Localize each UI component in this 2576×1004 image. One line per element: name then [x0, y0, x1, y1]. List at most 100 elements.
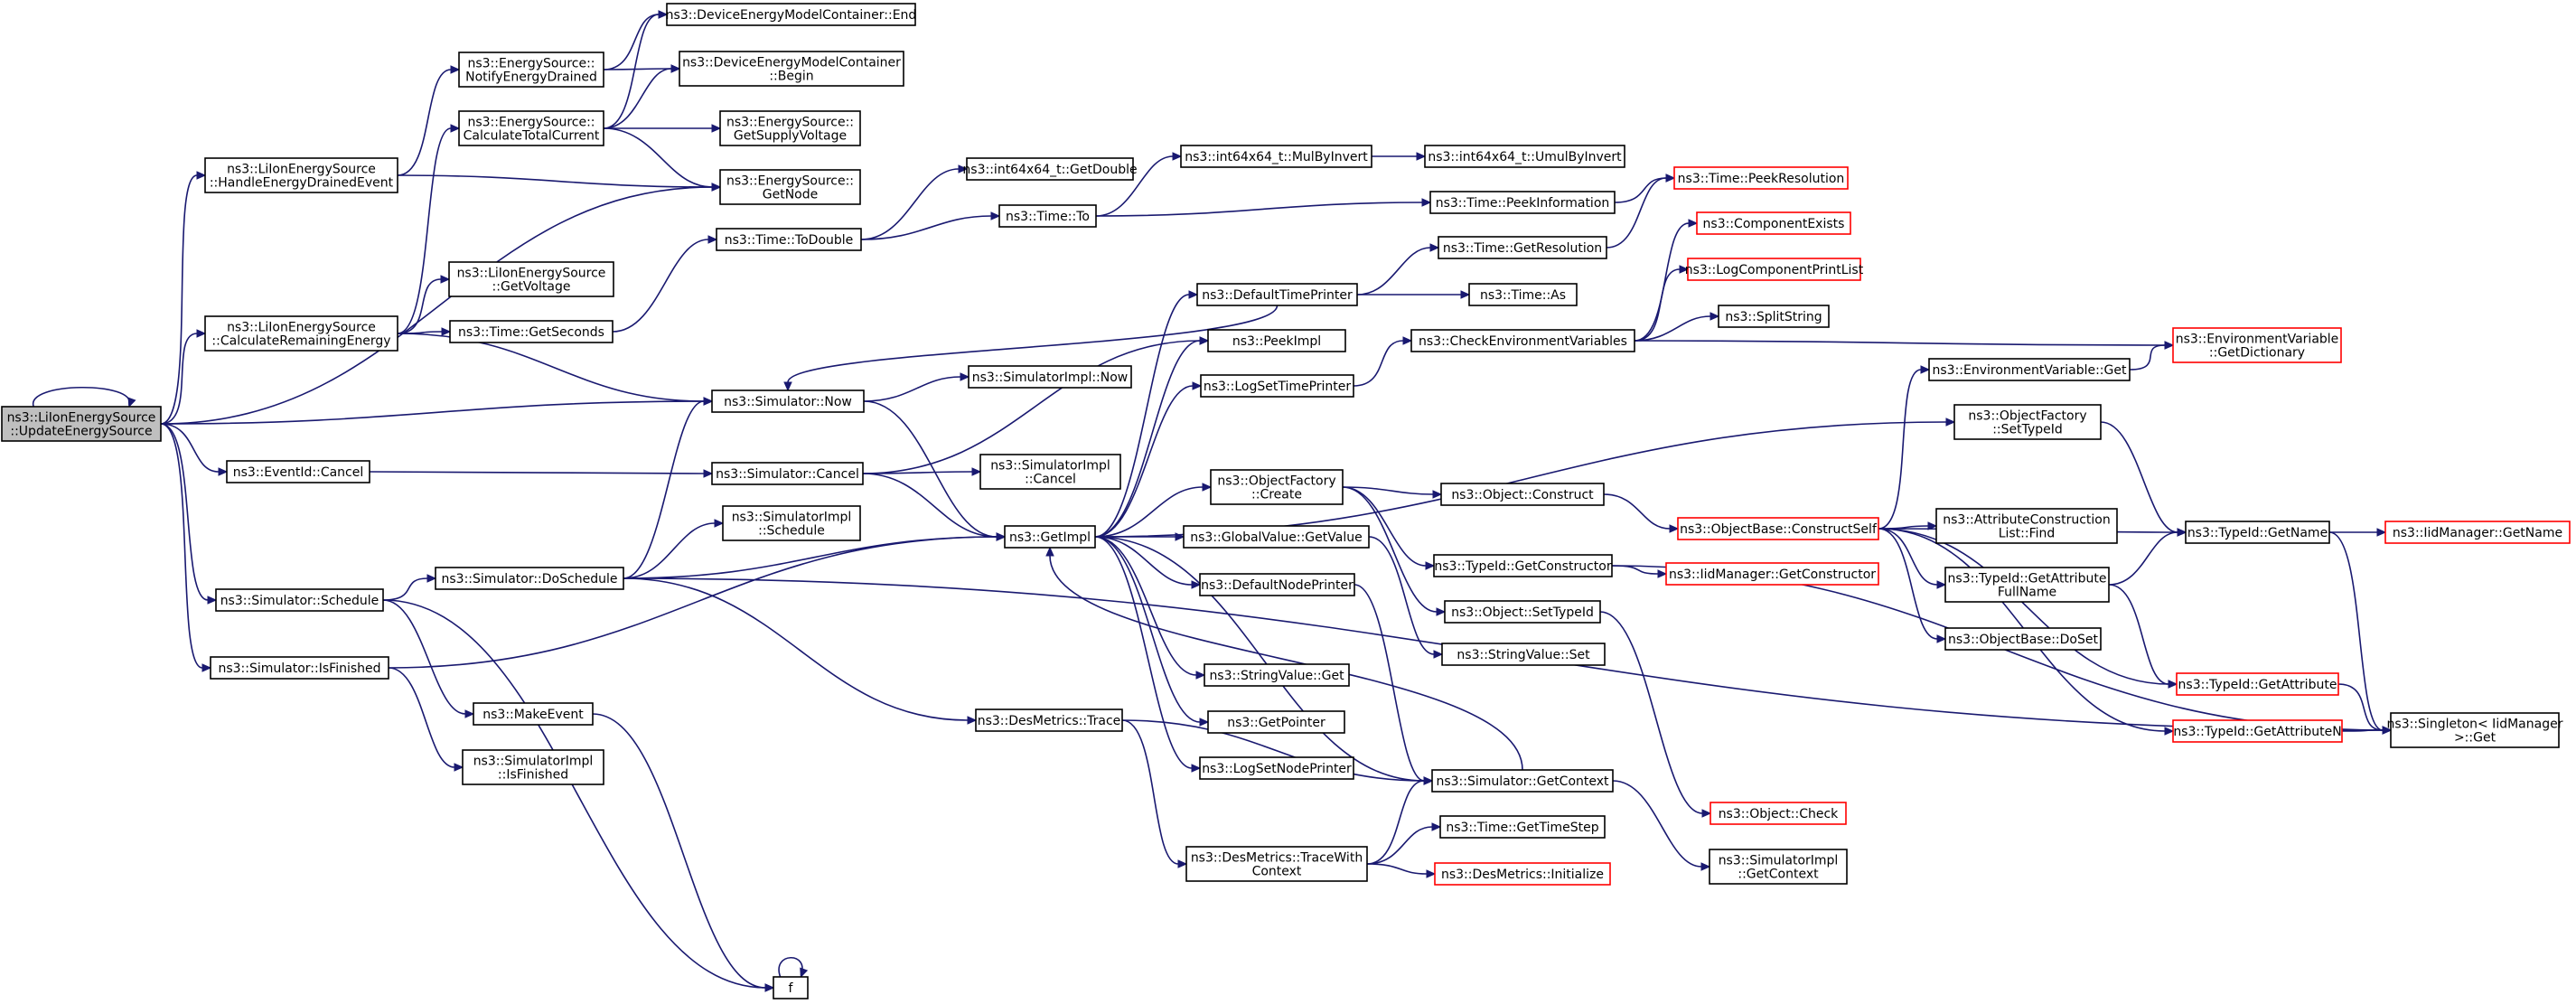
edge-arrowhead	[1199, 336, 1210, 345]
node-singletonGet[interactable]: ns3::Singleton< IidManager >::Get	[2387, 712, 2563, 748]
node-simImplSchedule[interactable]: ns3::SimulatorImpl::Schedule	[722, 505, 861, 541]
node-label-line: ns3::Time::ToDouble	[725, 233, 854, 248]
edge-line	[1634, 268, 1681, 342]
node-simImplNow[interactable]: ns3::SimulatorImpl::Now	[968, 365, 1132, 389]
node-simNow[interactable]: ns3::Simulator::Now	[711, 389, 865, 413]
node-objectBaseDoSet[interactable]: ns3::ObjectBase::DoSet	[1944, 627, 2102, 651]
edge-objectBaseConstructSelf-to-typeIdGetAttribute	[1878, 528, 2178, 689]
edge-typeIdGetConstructor-to-iidGetConstructor	[1611, 565, 1668, 578]
edge-arrowhead	[1927, 521, 1938, 530]
edge-layer	[33, 10, 2393, 992]
node-stringValueGet[interactable]: ns3::StringValue::Get	[1204, 663, 1350, 687]
node-liionGetVoltage[interactable]: ns3::LiIonEnergySource::GetVoltage	[448, 261, 614, 297]
node-iidGetConstructor[interactable]: ns3::IidManager::GetConstructor	[1665, 562, 1879, 586]
node-timePeekInformation[interactable]: ns3::Time::PeekInformation	[1429, 191, 1616, 214]
node-label-line: ns3::Simulator::Schedule	[220, 594, 379, 608]
node-label-line: ns3::TypeId::GetConstructor	[1434, 559, 1611, 574]
node-label-line: ns3::int64x64_t::MulByInvert	[1185, 150, 1368, 164]
edge-arrowhead	[1460, 290, 1471, 299]
edge-arrowhead	[196, 171, 207, 180]
node-desTrace[interactable]: ns3::DesMetrics::Trace	[975, 708, 1123, 732]
node-defaultTimePrinter[interactable]: ns3::DefaultTimePrinter	[1196, 283, 1358, 306]
node-simImplCancel[interactable]: ns3::SimulatorImpl::Cancel	[979, 454, 1121, 490]
edge-line	[862, 473, 998, 538]
node-checkEnvVars[interactable]: ns3::CheckEnvironmentVariables	[1410, 329, 1635, 352]
node-envVarGet[interactable]: ns3::EnvironmentVariable::Get	[1928, 358, 2131, 381]
node-label-line: ns3::LogSetTimePrinter	[1204, 380, 1352, 394]
edge-arrowhead	[2164, 341, 2175, 350]
node-int64MulByInvert[interactable]: ns3::int64x64_t::MulByInvert	[1180, 145, 1372, 168]
node-timeGetSeconds[interactable]: ns3::Time::GetSeconds	[449, 320, 614, 343]
node-defaultNodePrinter[interactable]: ns3::DefaultNodePrinter	[1199, 573, 1355, 596]
node-typeIdGetConstructor[interactable]: ns3::TypeId::GetConstructor	[1433, 554, 1613, 577]
edge-arrowhead	[1688, 219, 1699, 228]
edge-line	[1094, 486, 1204, 538]
node-desInitialize[interactable]: ns3::DesMetrics::Initialize	[1434, 862, 1611, 886]
node-gvGetValue[interactable]: ns3::GlobalValue::GetValue	[1183, 525, 1370, 549]
node-timePeekResolution[interactable]: ns3::Time::PeekResolution	[1673, 166, 1849, 190]
node-simGetContext[interactable]: ns3::Simulator::GetContext	[1431, 769, 1614, 793]
node-typeIdGetAttribute[interactable]: ns3::TypeId::GetAttribute	[2176, 672, 2339, 696]
node-typeIdGetAttributeN[interactable]: ns3::TypeId::GetAttributeN	[2172, 719, 2343, 743]
node-timeToDouble[interactable]: ns3::Time::ToDouble	[716, 228, 862, 251]
node-f[interactable]: f	[773, 976, 809, 999]
node-simSchedule[interactable]: ns3::Simulator::Schedule	[215, 588, 384, 612]
node-objectConstruct[interactable]: ns3::Object::Construct	[1440, 483, 1605, 506]
node-box	[679, 51, 904, 87]
node-timeTo[interactable]: ns3::Time::To	[998, 204, 1097, 228]
node-calcRemaining[interactable]: ns3::LiIonEnergySource::CalculateRemaini…	[204, 315, 398, 352]
node-handleDrained[interactable]: ns3::LiIonEnergySource::HandleEnergyDrai…	[204, 157, 398, 193]
node-int64GetDouble[interactable]: ns3::int64x64_t::GetDouble	[962, 157, 1138, 181]
node-getPointer[interactable]: ns3::GetPointer	[1207, 710, 1345, 734]
node-label-line: ns3::DesMetrics::TraceWith	[1191, 851, 1363, 866]
node-getSupplyVoltage[interactable]: ns3::EnergySource::GetSupplyVoltage	[719, 110, 861, 146]
node-getImpl[interactable]: ns3::GetImpl	[1004, 525, 1096, 549]
node-eventCancel[interactable]: ns3::EventId::Cancel	[226, 460, 370, 483]
node-simCancel[interactable]: ns3::Simulator::Cancel	[711, 462, 864, 485]
node-box	[2176, 672, 2339, 696]
node-logComponentPrintList[interactable]: ns3::LogComponentPrintList	[1685, 258, 1864, 281]
node-logSetNodePrinter[interactable]: ns3::LogSetNodePrinter	[1199, 756, 1354, 780]
node-notifyDrained[interactable]: ns3::EnergySource::NotifyEnergyDrained	[458, 52, 604, 88]
node-iidGetName[interactable]: ns3::IidManager::GetName	[2384, 521, 2571, 544]
edge-line	[2129, 344, 2166, 371]
node-objectBaseConstructSelf[interactable]: ns3::ObjectBase::ConstructSelf	[1677, 517, 1879, 540]
edge-arrowhead	[1429, 243, 1440, 252]
edge-objectBaseConstructSelf-to-objectBaseDoSet	[1878, 528, 1947, 643]
node-demcBegin[interactable]: ns3::DeviceEnergyModelContainer::Begin	[679, 51, 904, 87]
node-calcTotalCurrent[interactable]: ns3::EnergySource::CalculateTotalCurrent	[458, 110, 604, 146]
node-timeAs[interactable]: ns3::Time::As	[1468, 283, 1578, 306]
node-timeGetResolution[interactable]: ns3::Time::GetResolution	[1438, 236, 1607, 259]
node-stringValueSet[interactable]: ns3::StringValue::Set	[1441, 643, 1606, 666]
edge-f-to-f	[778, 957, 809, 979]
node-peekImpl[interactable]: ns3::PeekImpl	[1207, 329, 1346, 352]
edge-line	[603, 14, 660, 129]
node-simDoSchedule[interactable]: ns3::Simulator::DoSchedule	[435, 567, 624, 590]
edge-line	[1094, 536, 1193, 769]
node-label-line: ::Begin	[769, 70, 813, 84]
node-objectSetTypeId[interactable]: ns3::Object::SetTypeId	[1444, 600, 1601, 624]
node-esGetNode[interactable]: ns3::EnergySource::GetNode	[719, 169, 861, 205]
node-simImplGetContext[interactable]: ns3::SimulatorImpl::GetContext	[1709, 849, 1848, 885]
node-label-line: ns3::EnvironmentVariable::Get	[1933, 363, 2127, 378]
node-splitString[interactable]: ns3::SplitString	[1718, 305, 1830, 328]
node-typeIdGetName[interactable]: ns3::TypeId::GetName	[2185, 521, 2330, 544]
edge-objectConstruct-to-objectBaseConstructSelf	[1603, 493, 1680, 533]
node-simImplIsFinished[interactable]: ns3::SimulatorImpl::IsFinished	[462, 749, 604, 785]
node-timeGetTimeStep[interactable]: ns3::Time::GetTimeStep	[1439, 815, 1606, 839]
node-simIsFinished[interactable]: ns3::Simulator::IsFinished	[210, 656, 389, 680]
node-componentExists[interactable]: ns3::ComponentExists	[1696, 211, 1851, 235]
node-ofCreate[interactable]: ns3::ObjectFactory::Create	[1210, 469, 1344, 505]
node-root[interactable]: ns3::LiIonEnergySource::UpdateEnergySour…	[1, 406, 162, 442]
node-demcEnd[interactable]: ns3::DeviceEnergyModelContainer::End	[666, 3, 917, 26]
node-int64UmulByInvert[interactable]: ns3::int64x64_t::UmulByInvert	[1424, 145, 1625, 168]
node-box	[1441, 643, 1606, 666]
node-objectCheck[interactable]: ns3::Object::Check	[1710, 802, 1847, 825]
node-ofSetTypeId[interactable]: ns3::ObjectFactory::SetTypeId	[1953, 404, 2102, 440]
node-envVarGetDictionary[interactable]: ns3::EnvironmentVariable::GetDictionary	[2172, 327, 2342, 363]
node-makeEvent[interactable]: ns3::MakeEvent	[473, 702, 594, 726]
node-logSetTimePrinter[interactable]: ns3::LogSetTimePrinter	[1200, 374, 1354, 398]
